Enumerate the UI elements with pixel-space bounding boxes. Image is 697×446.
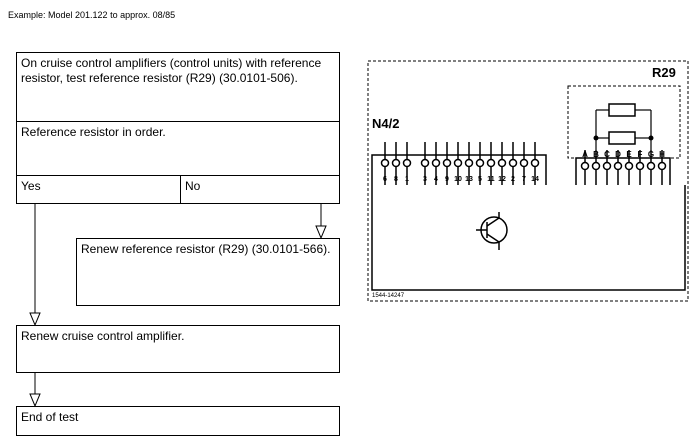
r29-label: R29 [652, 65, 676, 80]
pin-label: E [626, 150, 632, 159]
step-resistor-in-order: Reference resistor in order. [16, 121, 340, 176]
right-pin-labels: A B C D E F G H [582, 150, 665, 159]
pin-label: G [648, 150, 654, 159]
transistor-icon [476, 212, 508, 250]
pin-label: 3 [423, 176, 427, 183]
pin-label: 9 [445, 176, 449, 183]
pin-label: F [638, 150, 643, 159]
pin-label: 2 [511, 176, 515, 183]
step-test-reference-resistor: On cruise control amplifiers (control un… [16, 52, 340, 122]
r29-frame [567, 85, 681, 159]
pin-label: 5 [478, 176, 482, 183]
pin-label: 11 [487, 176, 495, 183]
pin-label: 14 [531, 176, 539, 183]
answer-no: No [180, 175, 340, 204]
left-pin-stubs [380, 142, 540, 185]
pin-label: 8 [394, 176, 398, 183]
yes-arrow-head [29, 312, 41, 327]
pin-label: 13 [465, 176, 473, 183]
step-renew-reference-resistor: Renew reference resistor (R29) (30.0101-… [76, 238, 340, 306]
resistor-1-icon [608, 103, 636, 117]
amplifier-body [371, 185, 686, 291]
left-connector-frame [371, 154, 547, 185]
pin-label: A [582, 150, 588, 159]
pin-label: 10 [454, 176, 462, 183]
pin-label: 1 [405, 176, 409, 183]
resistor-2-icon [608, 131, 636, 145]
pin-label: H [659, 150, 665, 159]
end-arrow-head [29, 393, 41, 408]
pin-label: 4 [434, 176, 438, 183]
no-arrow-head [315, 225, 327, 240]
right-pin-stubs [580, 150, 667, 185]
diagram-frame [367, 60, 689, 302]
pin-label: C [604, 150, 610, 159]
n42-label: N4/2 [372, 116, 399, 131]
right-connector-frame [575, 157, 671, 185]
pin-label: D [615, 150, 621, 159]
pin-label: 12 [498, 176, 506, 183]
example-caption: Example: Model 201.122 to approx. 08/85 [8, 10, 176, 20]
pin-label: B [593, 150, 599, 159]
pin-label: 6 [383, 176, 387, 183]
step-end-of-test: End of test [16, 406, 340, 436]
diagram-ref-code: 1544-14247 [372, 293, 405, 299]
step-renew-amplifier: Renew cruise control amplifier. [16, 325, 340, 373]
left-pin-labels: 6 8 1 3 4 9 10 13 5 11 12 2 7 14 [383, 176, 539, 183]
pin-label: 7 [522, 176, 526, 183]
